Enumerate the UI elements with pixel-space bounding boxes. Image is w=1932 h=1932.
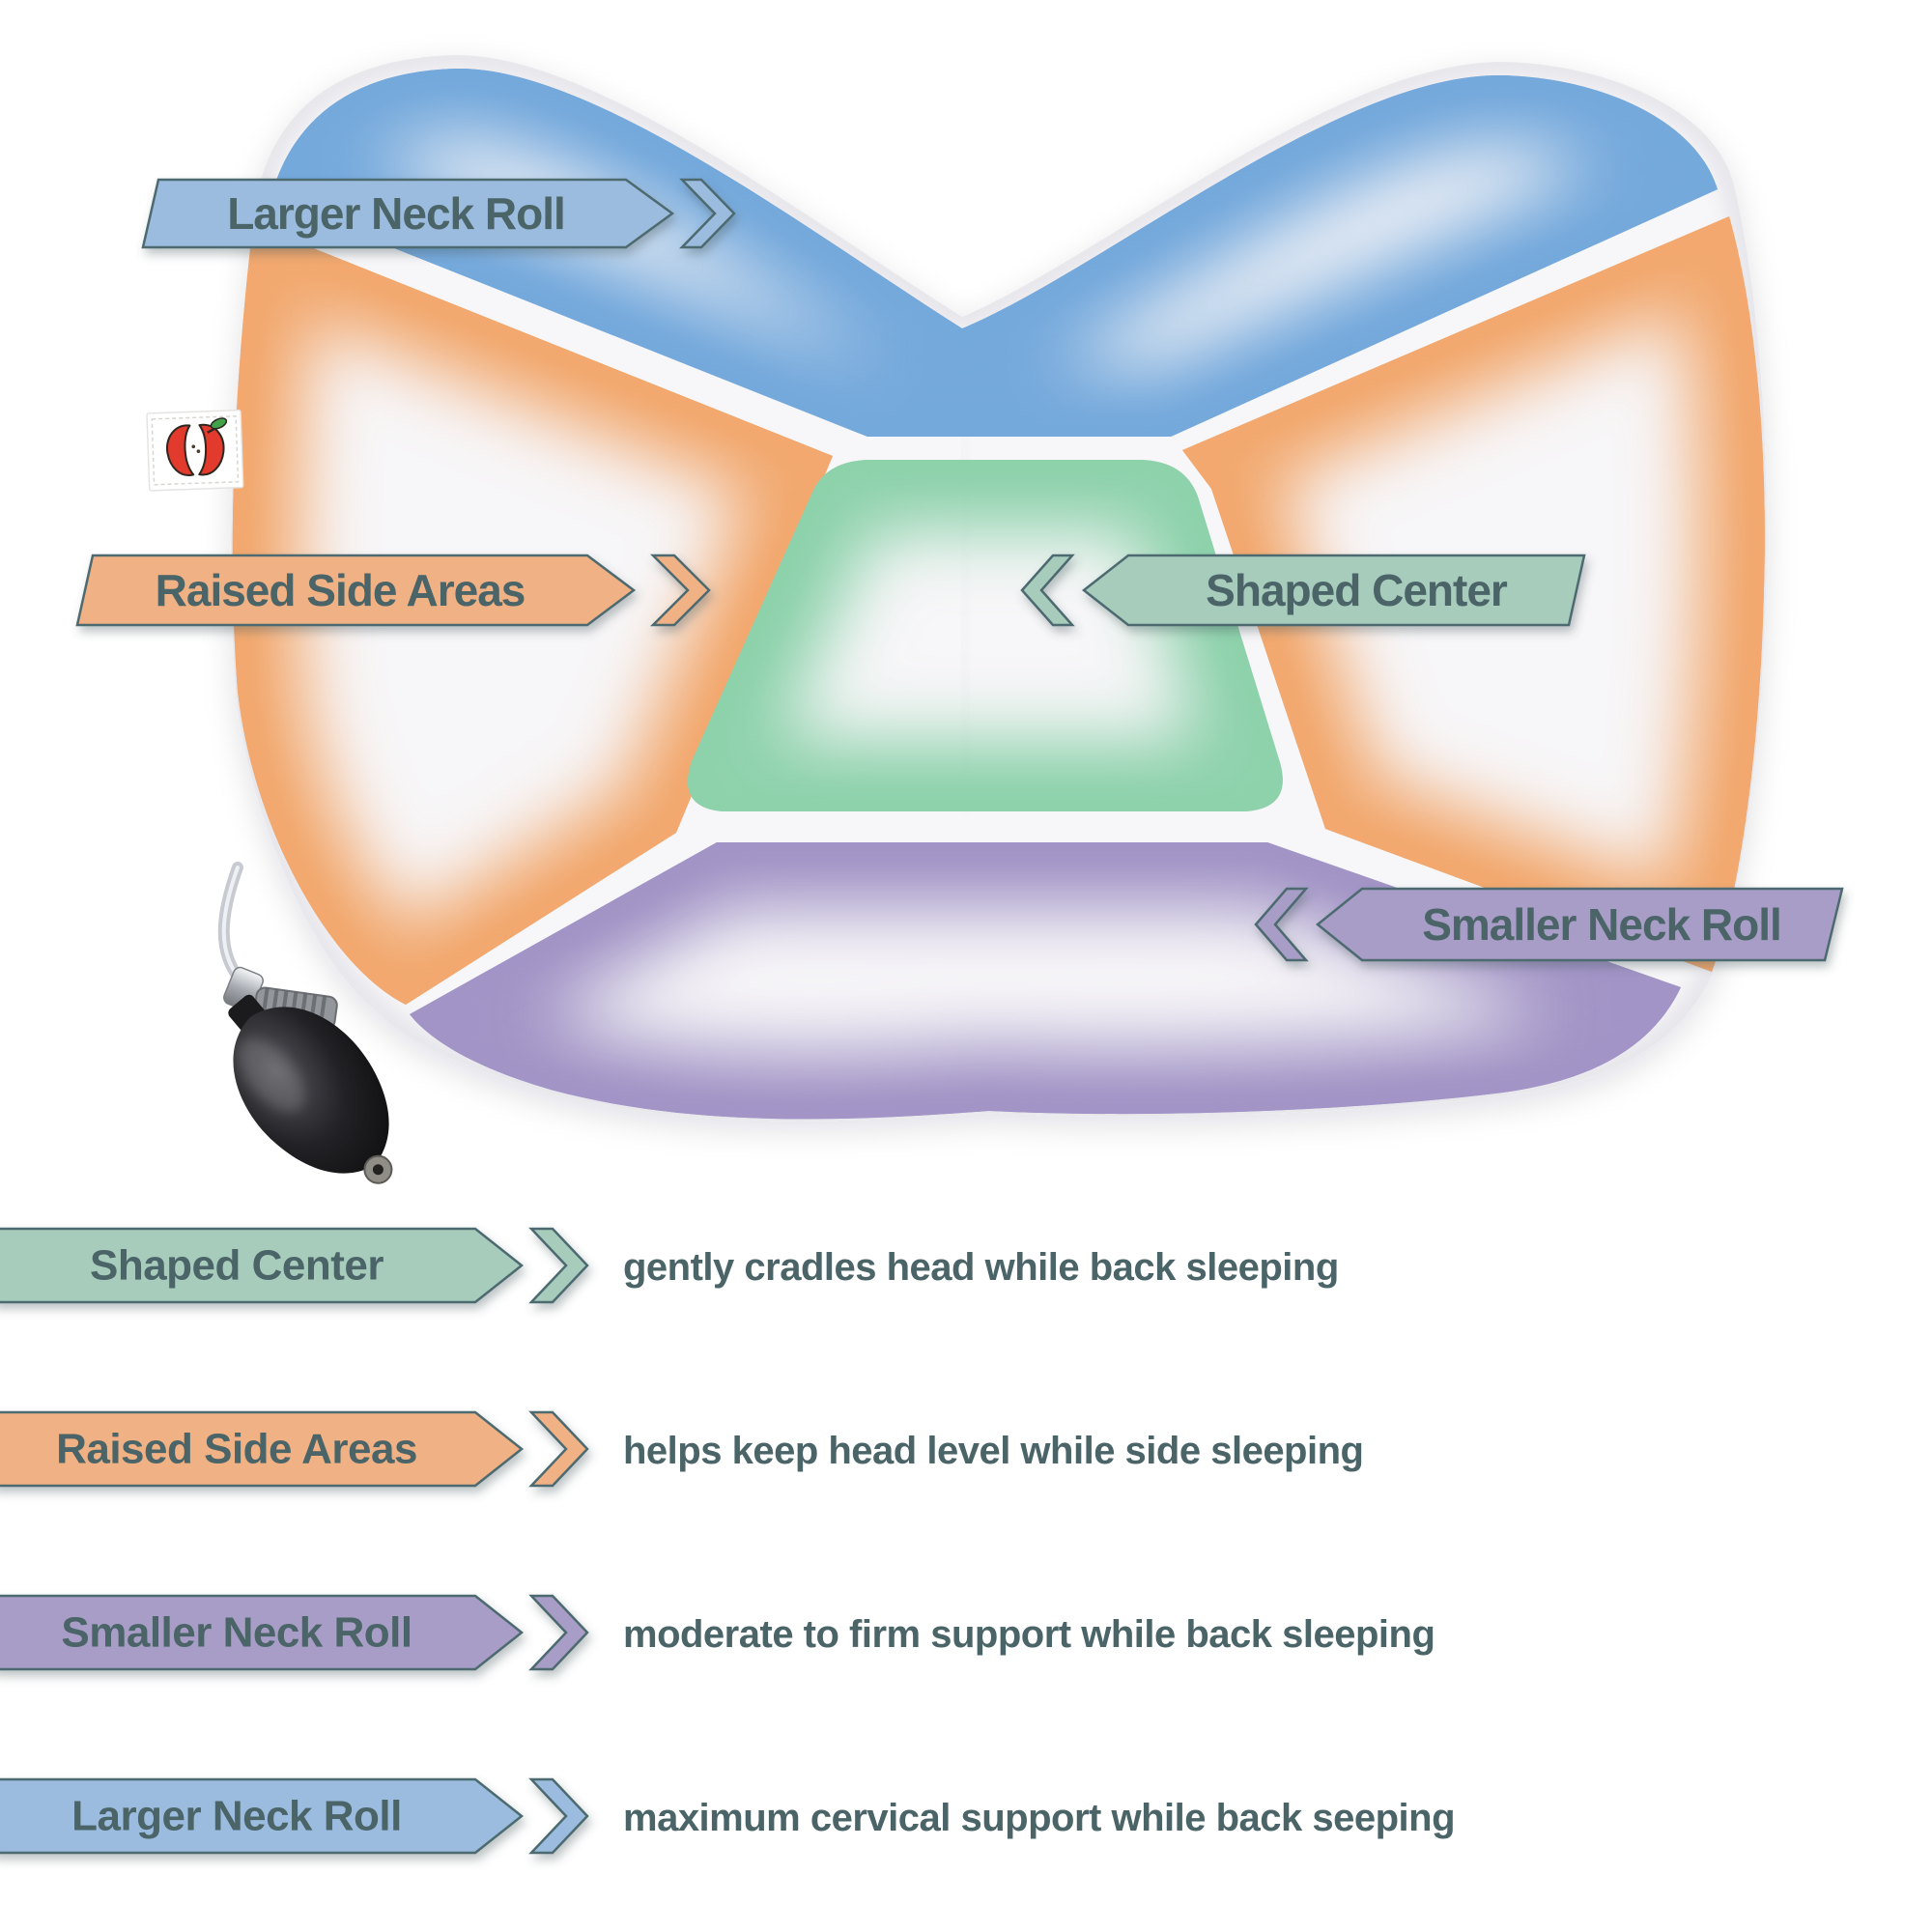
- zone-shaped-center: [688, 460, 1283, 811]
- callout-banner-shape: [75, 554, 637, 627]
- double-chevron-right-icon: [649, 554, 711, 627]
- double-chevron-right-icon: [528, 1594, 589, 1671]
- callout-label: Raised Side Areas: [156, 565, 526, 615]
- legend-row-larger-neck-roll: Larger Neck Roll maximum cervical suppor…: [0, 1777, 1456, 1855]
- callout-banner-shape: [1316, 887, 1844, 962]
- legend-label: Smaller Neck Roll: [61, 1609, 412, 1657]
- callout-larger-neck-roll: Larger Neck Roll: [141, 178, 736, 249]
- legend-label: Shaped Center: [90, 1242, 384, 1290]
- double-chevron-right-icon: [679, 178, 736, 249]
- double-chevron-right-icon: [528, 1410, 589, 1488]
- legend-description: maximum cervical support while back seep…: [623, 1797, 1455, 1839]
- pillow-illustration: [230, 54, 1767, 1122]
- callout-shaped-center: Shaped Center: [1020, 554, 1586, 627]
- legend-row-smaller-neck-roll: Smaller Neck Roll moderate to firm suppo…: [0, 1594, 1435, 1671]
- double-chevron-right-icon: [528, 1777, 589, 1855]
- legend-row-raised-side-areas: Raised Side Areas helps keep head level …: [0, 1410, 1364, 1488]
- legend-banner-shape: [0, 1777, 525, 1855]
- inflation-bulb: [228, 994, 393, 1184]
- callout-label: Larger Neck Roll: [227, 188, 565, 239]
- double-chevron-left-icon: [1254, 887, 1309, 962]
- inflation-pump: [217, 862, 393, 1184]
- callout-label: Smaller Neck Roll: [1422, 899, 1781, 950]
- tag-fabric: [146, 409, 244, 492]
- legend-label: Larger Neck Roll: [71, 1793, 402, 1840]
- legend-banner-shape: [0, 1410, 525, 1488]
- callout-raised-side-areas: Raised Side Areas: [75, 554, 711, 627]
- tag-stitching: [151, 415, 240, 486]
- double-chevron-left-icon: [1020, 554, 1075, 627]
- legend-banner-shape: [0, 1594, 525, 1671]
- double-chevron-right-icon: [528, 1227, 589, 1304]
- legend-label: Raised Side Areas: [56, 1426, 417, 1473]
- legend-row-shaped-center: Shaped Center gently cradles head while …: [0, 1227, 1339, 1304]
- zone-smaller-neck-roll: [410, 842, 1681, 1120]
- legend-description: helps keep head level while side sleepin…: [623, 1430, 1363, 1472]
- callout-banner-shape: [1081, 554, 1586, 627]
- brand-tag: [146, 409, 244, 492]
- legend-description: moderate to firm support while back slee…: [623, 1613, 1435, 1656]
- callout-label: Shaped Center: [1206, 565, 1508, 615]
- callout-banner-shape: [141, 178, 675, 249]
- legend-banner-shape: [0, 1227, 525, 1304]
- callout-smaller-neck-roll: Smaller Neck Roll: [1254, 887, 1844, 962]
- apple-core-logo-icon: [166, 417, 228, 476]
- legend-description: gently cradles head while back sleeping: [623, 1246, 1339, 1289]
